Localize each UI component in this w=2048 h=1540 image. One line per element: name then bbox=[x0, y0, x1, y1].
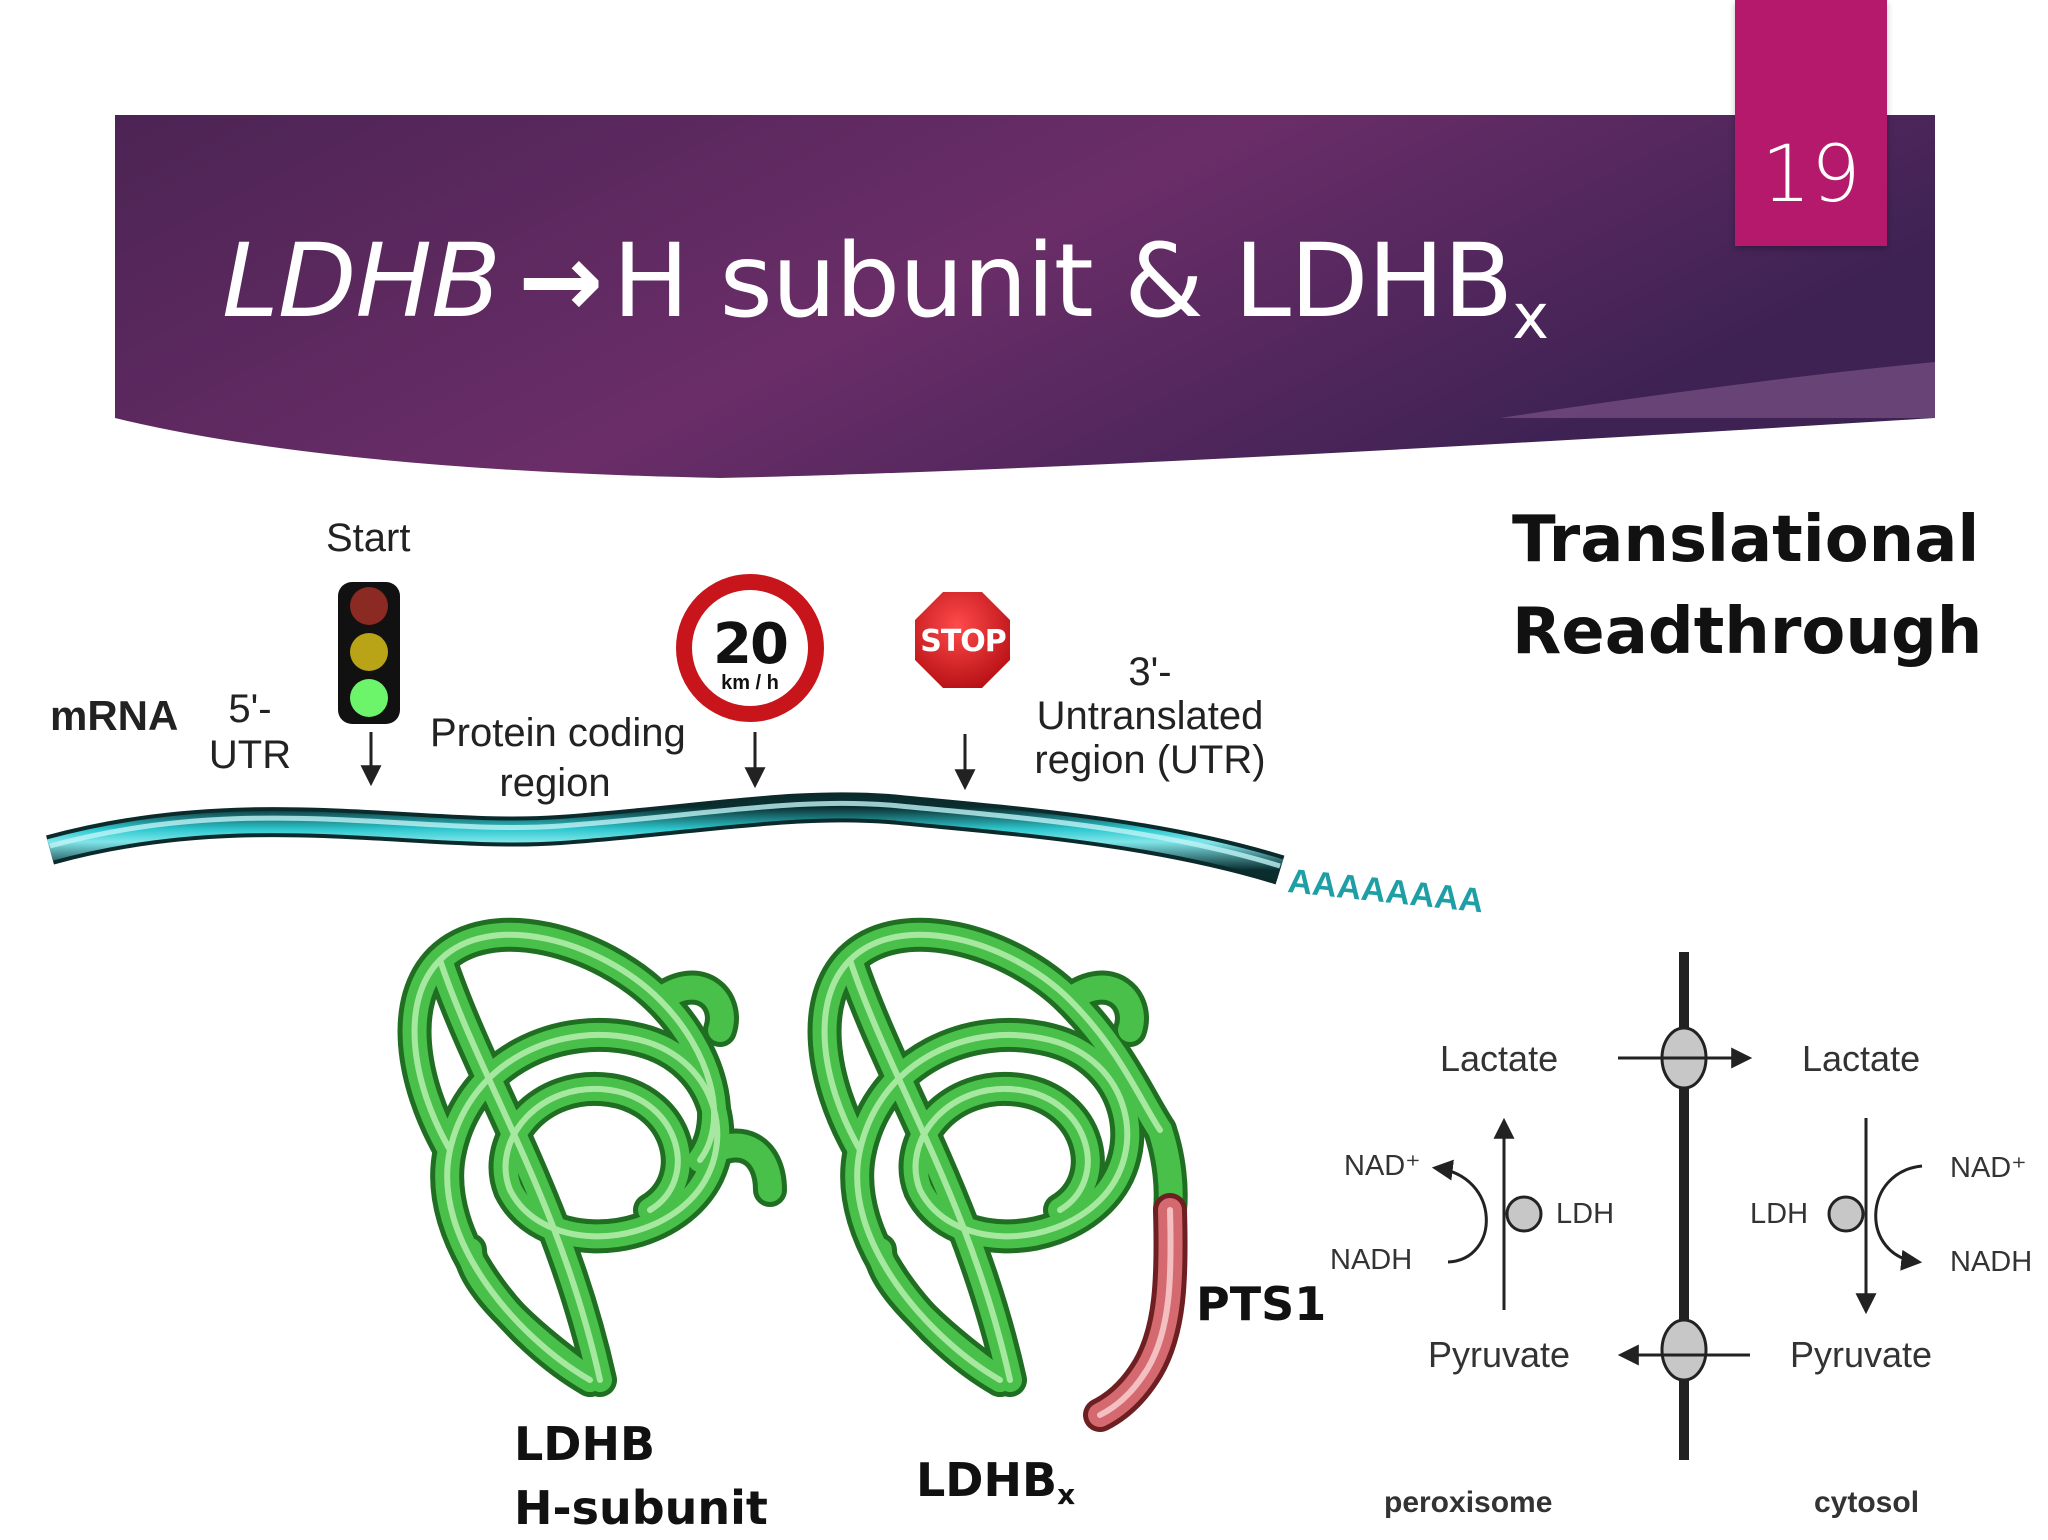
traffic-light-icon bbox=[338, 582, 400, 724]
ldh-enzyme-right bbox=[1827, 1195, 1865, 1233]
heading-line2: Readthrough bbox=[1512, 595, 1983, 669]
pts1-tail bbox=[1083, 1193, 1188, 1432]
heading-line1: Translational bbox=[1512, 503, 1980, 577]
speed-limit-sign-icon bbox=[676, 574, 824, 722]
ldh-right-label: LDH bbox=[1750, 1198, 1809, 1230]
title-text: H subunit & LDHB bbox=[612, 222, 1514, 341]
title-gene: LDHB bbox=[222, 222, 501, 341]
ldhbx-protein-coil bbox=[807, 917, 1188, 1397]
cytosol-cofactor-arc bbox=[1874, 1164, 1923, 1271]
nad-left-label: NAD⁺ bbox=[1344, 1150, 1421, 1182]
peroxisome-cofactor-arc bbox=[1431, 1159, 1488, 1264]
speed-limit-unit: km / h bbox=[721, 672, 779, 694]
ldhbx-label: LDHBx bbox=[916, 1448, 1075, 1527]
title-banner bbox=[115, 115, 1935, 478]
nadh-right-label: NADH bbox=[1950, 1246, 2033, 1278]
pts1-label: PTS1 bbox=[1196, 1277, 1327, 1331]
readthrough-heading: Translational Readthrough bbox=[1512, 494, 1982, 678]
stop-sign-text: STOP bbox=[920, 624, 1007, 659]
page-number-tab: 19 bbox=[1735, 0, 1887, 246]
right-arrow-icon: → bbox=[518, 222, 603, 341]
speed-limit-value: 20 bbox=[713, 612, 789, 677]
lactate-right-label: Lactate bbox=[1802, 1038, 1921, 1079]
lactate-left-label: Lactate bbox=[1440, 1038, 1559, 1079]
utr5-line1: 5'- bbox=[228, 687, 272, 731]
peroxisome-label: peroxisome bbox=[1384, 1486, 1553, 1519]
utr5-line2: UTR bbox=[208, 733, 292, 777]
ldh-left-label: LDH bbox=[1556, 1198, 1615, 1230]
mrna-label: mRNA bbox=[50, 692, 179, 739]
cytosol-label: cytosol bbox=[1814, 1486, 1920, 1519]
utr3-line1: 3'- bbox=[1128, 650, 1172, 694]
coding-line1: Protein coding bbox=[430, 711, 686, 755]
coding-region-label: Protein coding region bbox=[430, 708, 686, 808]
coding-line2: region bbox=[499, 761, 611, 805]
nad-right-label: NAD⁺ bbox=[1950, 1152, 2027, 1184]
protein2-main: LDHB bbox=[916, 1453, 1058, 1507]
utr3-line3: region (UTR) bbox=[1034, 738, 1266, 782]
nadh-left-label: NADH bbox=[1330, 1244, 1413, 1276]
ldhb-h-subunit-label: LDHB H-subunit bbox=[514, 1412, 768, 1540]
pyruvate-left-label: Pyruvate bbox=[1428, 1334, 1571, 1375]
ldh-enzyme-left bbox=[1505, 1195, 1543, 1233]
lactate-shuttle-diagram bbox=[1431, 952, 1923, 1460]
protein1-line2: H-subunit bbox=[514, 1481, 768, 1535]
utr5-label: 5'- UTR bbox=[205, 686, 295, 778]
stop-sign-icon bbox=[915, 592, 1010, 688]
ldhb-protein-coil bbox=[397, 917, 787, 1397]
slide-title: LDHB→H subunit & LDHBx bbox=[222, 222, 1549, 353]
utr3-label: 3'- Untranslated region (UTR) bbox=[1030, 650, 1270, 782]
protein1-line1: LDHB bbox=[514, 1417, 656, 1471]
mrna-strand bbox=[46, 792, 1285, 885]
transporter-bottom bbox=[1660, 1318, 1708, 1382]
pyruvate-right-label: Pyruvate bbox=[1790, 1334, 1933, 1375]
protein2-subscript: x bbox=[1057, 1478, 1076, 1511]
utr3-line2: Untranslated bbox=[1036, 694, 1264, 738]
title-subscript: x bbox=[1512, 280, 1549, 353]
page-number: 19 bbox=[1761, 130, 1861, 220]
start-label: Start bbox=[326, 516, 411, 560]
